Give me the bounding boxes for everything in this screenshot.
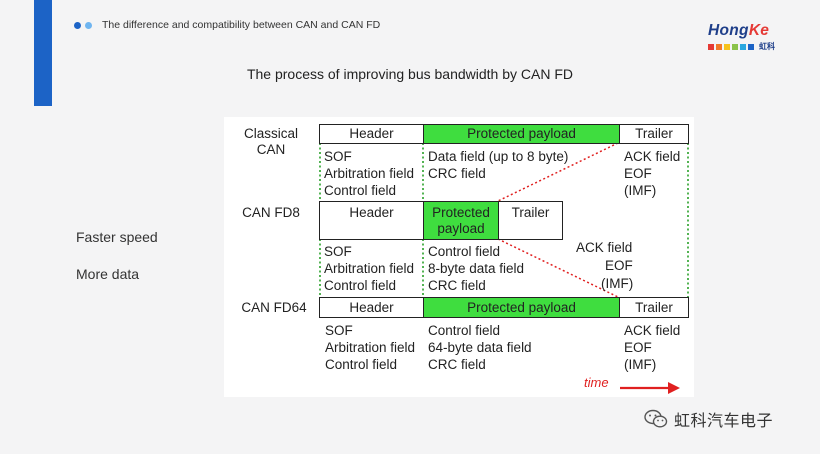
classical-header-box: Header <box>319 124 424 144</box>
fd64-payload-field: CRC field <box>428 357 486 372</box>
fd64-payload-field: 64-byte data field <box>428 340 532 355</box>
fd8-header-field: Arbitration field <box>324 261 415 276</box>
fd64-trailer-field: (IMF) <box>624 357 657 372</box>
side-point-more-data: More data <box>76 266 140 282</box>
logo-text: HongKe <box>708 22 770 39</box>
classical-trailer-field: (IMF) <box>624 183 657 198</box>
classical-payload-field: CRC field <box>428 166 486 181</box>
fd64-trailer-field: EOF <box>624 340 652 355</box>
row-label-classical-can: Classical CAN <box>243 126 298 157</box>
fd64-header-box: Header <box>319 297 424 318</box>
fd8-trailer-field: EOF <box>605 258 633 273</box>
fd8-payload-field: 8-byte data field <box>428 261 525 276</box>
logo-color-squares: 虹科 <box>708 41 794 52</box>
fd8-header-field: Control field <box>324 278 397 293</box>
fd8-payload-box: Protected payload <box>423 201 499 240</box>
page-header-title: The difference and compatibility between… <box>102 19 381 31</box>
watermark-text: 虹科汽车电子 <box>674 413 774 430</box>
classical-header-field: SOF <box>324 149 352 164</box>
can-frame-diagram: Classical CAN Header Protected payload T… <box>224 117 694 397</box>
row-label-can-fd64: CAN FD64 <box>241 300 307 315</box>
side-point-faster-speed: Faster speed <box>76 229 158 245</box>
fd8-header-field: SOF <box>324 244 352 259</box>
decor-dots <box>74 22 92 29</box>
dotted-guides <box>319 142 689 394</box>
classical-payload-box: Protected payload <box>423 124 620 144</box>
fd64-trailer-field: ACK field <box>624 323 681 338</box>
fd8-trailer-field: (IMF) <box>601 276 634 291</box>
logo-chinese: 虹科 <box>759 42 775 51</box>
fd64-header-field: SOF <box>325 323 353 338</box>
fd8-trailer-box: Trailer <box>498 201 563 240</box>
fd8-trailer-field: ACK field <box>576 240 633 255</box>
classical-header-field: Arbitration field <box>324 166 415 181</box>
hongke-logo: HongKe 虹科 <box>708 22 794 52</box>
classical-trailer-field: ACK field <box>624 149 681 164</box>
classical-payload-field: Data field (up to 8 byte) <box>428 149 569 164</box>
classical-header-field: Control field <box>324 183 397 198</box>
fd8-header-box: Header <box>319 201 424 240</box>
time-label: time <box>584 375 609 390</box>
fd64-header-field: Control field <box>325 357 398 372</box>
classical-trailer-box: Trailer <box>619 124 689 144</box>
fd8-payload-field: CRC field <box>428 278 486 293</box>
fd64-trailer-box: Trailer <box>619 297 689 318</box>
fd64-payload-box: Protected payload <box>423 297 620 318</box>
fd64-payload-field: Control field <box>428 323 501 338</box>
fd64-header-field: Arbitration field <box>325 340 416 355</box>
wechat-icon <box>644 409 668 428</box>
wechat-watermark: 虹科汽车电子 <box>644 407 773 431</box>
classical-trailer-field: EOF <box>624 166 652 181</box>
accent-bar <box>34 0 52 106</box>
slide-subtitle: The process of improving bus bandwidth b… <box>246 66 574 82</box>
fd8-payload-field: Control field <box>428 244 501 259</box>
row-label-can-fd8: CAN FD8 <box>242 205 300 220</box>
